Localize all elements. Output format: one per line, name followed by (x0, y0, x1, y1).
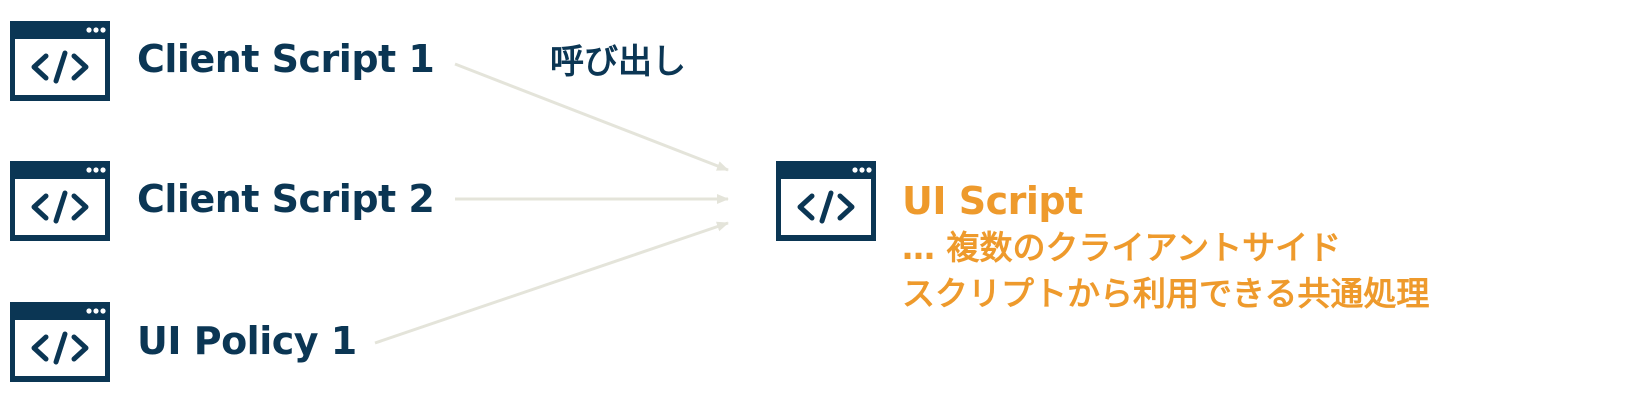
code-window-icon (10, 21, 110, 101)
client-script-1-label: Client Script 1 (137, 37, 435, 81)
code-window-icon (10, 302, 110, 382)
ui-script-description-line-1: … 複数のクライアントサイド (902, 228, 1342, 267)
arrow-ui-policy-1 (374, 221, 729, 345)
arrow-client-script-1 (454, 62, 729, 172)
ui-script-description-line-2: スクリプトから利用できる共通処理 (902, 274, 1430, 313)
ui-script-title: UI Script (902, 179, 1083, 223)
code-window-icon (776, 161, 876, 241)
call-label: 呼び出し (550, 42, 686, 82)
ui-policy-1-label: UI Policy 1 (137, 319, 357, 363)
client-script-2-label: Client Script 2 (137, 177, 435, 221)
code-window-icon (10, 161, 110, 241)
